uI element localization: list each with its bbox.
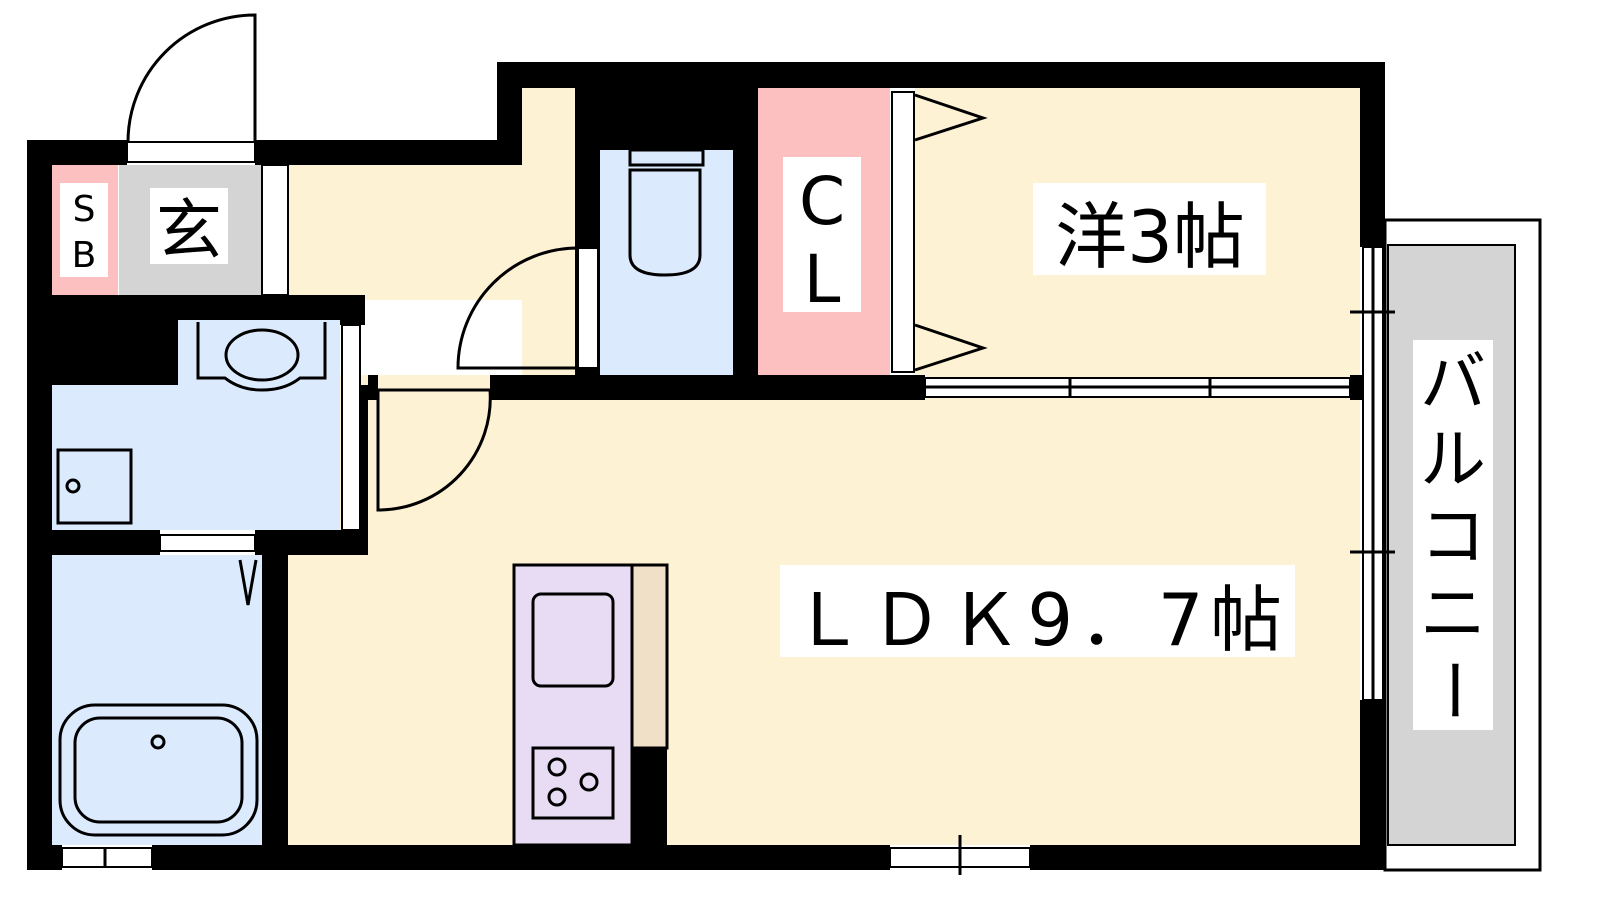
toilet-bowl bbox=[628, 168, 702, 277]
fixtures bbox=[56, 13, 1395, 875]
shoe-box-label-s: S bbox=[73, 189, 96, 230]
balcony-label-3: コ bbox=[1420, 498, 1486, 575]
washroom-door bbox=[376, 388, 492, 512]
toilet-door bbox=[456, 246, 580, 370]
corridor-floor-left bbox=[288, 165, 528, 300]
kitchen-sink bbox=[531, 592, 615, 688]
corridor-floor bbox=[522, 88, 582, 388]
washing-machine bbox=[56, 448, 133, 525]
entrance-label: 玄 bbox=[156, 192, 222, 269]
balcony-label-1: バ bbox=[1420, 344, 1486, 421]
western-room-label: 洋3帖 bbox=[1055, 195, 1245, 279]
washroom-floor-lower bbox=[52, 385, 340, 530]
walls bbox=[27, 62, 1385, 870]
balcony-label-5: ー bbox=[1414, 657, 1491, 723]
ldk-label: ＬＤＫ9．7帖 bbox=[792, 578, 1282, 662]
toilet-floor bbox=[600, 150, 733, 375]
closet-label-l: L bbox=[804, 241, 841, 318]
bathroom-floor bbox=[52, 555, 262, 845]
labels: S B 玄 C L 洋3帖 ＬＤＫ9．7帖 バ ル コ ニ ー bbox=[60, 157, 1493, 730]
window bbox=[61, 847, 153, 868]
shoe-box-label-b: B bbox=[72, 235, 97, 276]
stove bbox=[531, 746, 615, 820]
balcony-label-4: ニ bbox=[1420, 575, 1486, 652]
closet-label-c: C bbox=[799, 163, 845, 240]
entrance-door bbox=[126, 13, 257, 143]
entrance-door-frame bbox=[126, 141, 256, 163]
bathtub bbox=[58, 703, 259, 837]
sink bbox=[196, 322, 327, 392]
toilet-tank bbox=[628, 148, 705, 167]
balcony-label-2: ル bbox=[1420, 421, 1486, 498]
